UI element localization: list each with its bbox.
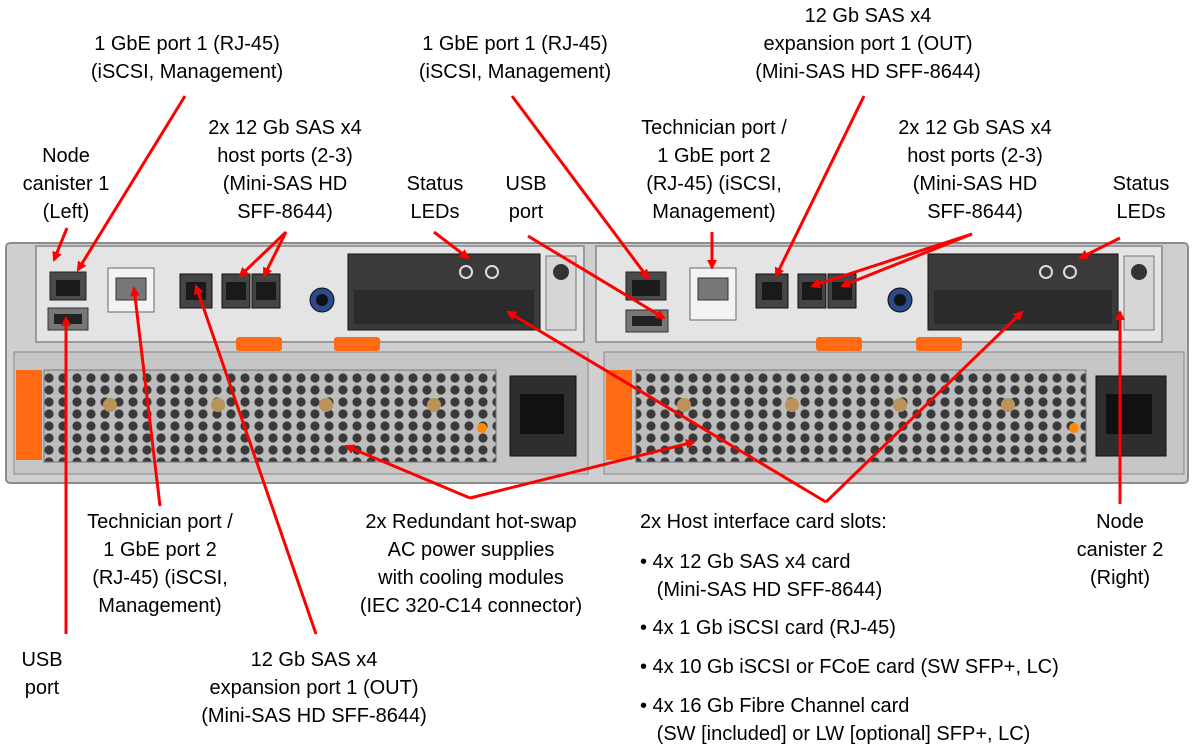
label-node-canister-1: Node canister 1 (Left) <box>22 145 110 223</box>
label-power-supplies: 2x Redundant hot-swap AC power supplies … <box>359 511 583 617</box>
label-status-leds-left: Status LEDs <box>406 173 464 223</box>
host-card-option: • 4x 16 Gb Fibre Channel card (SW [inclu… <box>640 695 1031 745</box>
power-supply-2 <box>603 351 1185 475</box>
label-node-canister-2: Node canister 2 (Right) <box>1076 511 1164 589</box>
label-sas-host-left: 2x 12 Gb SAS x4 host ports (2-3) (Mini-S… <box>208 117 362 223</box>
status-led-icon <box>459 265 473 279</box>
label-technician-port-bottom: Technician port / 1 GbE port 2 (RJ-45) (… <box>87 511 233 617</box>
status-led-icon <box>485 265 499 279</box>
label-host-slots-title: 2x Host interface card slots: <box>640 511 887 533</box>
host-card-option: • 4x 10 Gb iSCSI or FCoE card (SW SFP+, … <box>640 656 1059 678</box>
label-gbe-port1-mid: 1 GbE port 1 (RJ-45) (iSCSI, Management) <box>418 33 612 83</box>
node-canister-2 <box>595 245 1163 351</box>
label-sas-host-right: 2x 12 Gb SAS x4 host ports (2-3) (Mini-S… <box>898 117 1052 223</box>
label-usb-port-bottom: USB port <box>21 649 63 699</box>
status-led-icon <box>1039 265 1053 279</box>
label-gbe-port1-left: 1 GbE port 1 (RJ-45) (iSCSI, Management) <box>90 33 284 83</box>
label-technician-port-top: Technician port / 1 GbE port 2 (RJ-45) (… <box>641 117 787 223</box>
host-card-option: • 4x 12 Gb SAS x4 card (Mini-SAS HD SFF-… <box>640 551 883 601</box>
status-led-icon <box>1063 265 1077 279</box>
node-canister-1 <box>35 245 585 351</box>
power-supply-1 <box>13 351 589 475</box>
label-usb-port-top: USB port <box>505 173 547 223</box>
host-card-option: • 4x 1 Gb iSCSI card (RJ-45) <box>640 617 896 639</box>
label-sas-expansion-top: 12 Gb SAS x4 expansion port 1 (OUT) (Min… <box>755 5 981 83</box>
label-sas-expansion-bottom: 12 Gb SAS x4 expansion port 1 (OUT) (Min… <box>201 649 427 727</box>
label-status-leds-right: Status LEDs <box>1112 173 1170 223</box>
